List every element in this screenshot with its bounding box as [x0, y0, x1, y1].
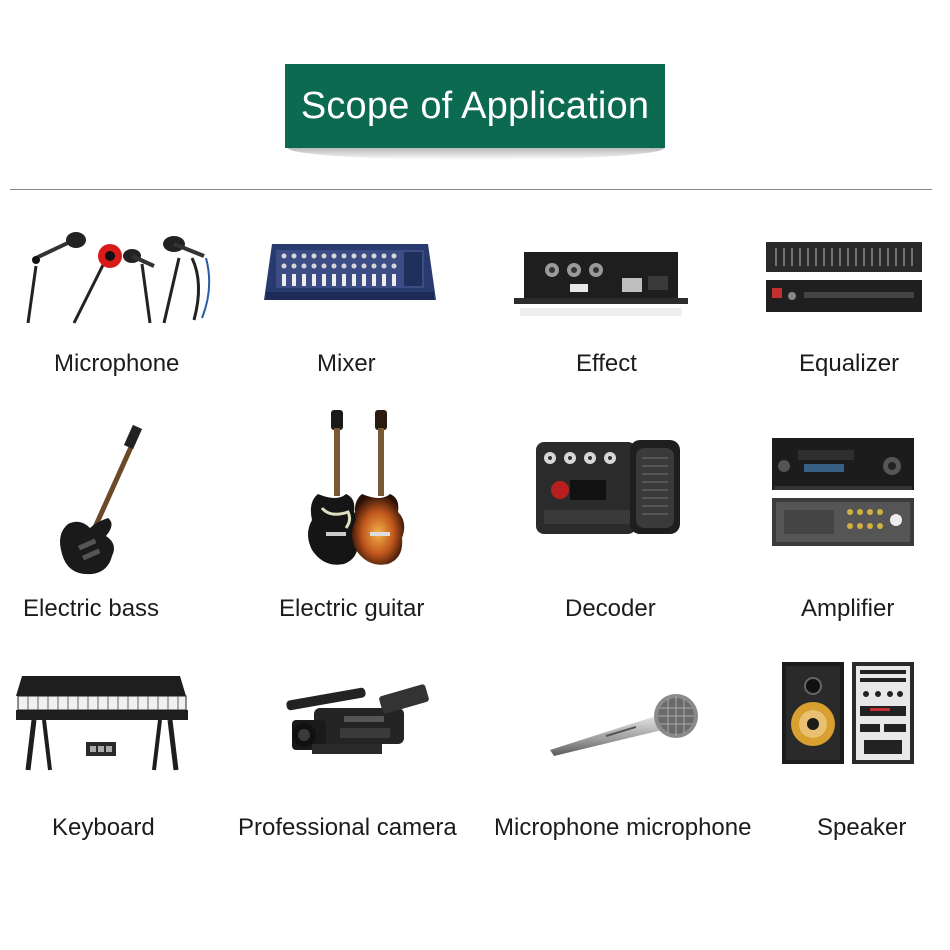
- item-label-professional-camera: Professional camera: [238, 814, 457, 841]
- item-label-effect: Effect: [576, 350, 637, 377]
- electric-guitar-icon: [308, 410, 405, 565]
- item-label-electric-guitar: Electric guitar: [279, 595, 425, 622]
- camcorder-icon: [286, 684, 429, 754]
- speaker-icon: [782, 662, 914, 764]
- mixer-icon: [264, 244, 436, 300]
- item-label-microphone: Microphone: [54, 350, 180, 377]
- effect-unit-icon: [514, 252, 688, 316]
- electric-bass-icon: [60, 424, 143, 575]
- title-banner: Scope of Application: [285, 64, 665, 148]
- amplifier-icon: [772, 438, 914, 546]
- decoder-pedal-icon: [536, 440, 680, 534]
- item-label-microphone-microphone: Microphone microphone: [494, 814, 752, 841]
- item-label-amplifier: Amplifier: [801, 595, 895, 622]
- item-label-keyboard: Keyboard: [52, 814, 155, 841]
- handheld-microphone-icon: [550, 694, 698, 756]
- item-label-mixer: Mixer: [317, 350, 376, 377]
- divider: [10, 189, 932, 190]
- equalizer-icon: [766, 242, 922, 312]
- keyboard-icon: [16, 676, 188, 771]
- item-label-electric-bass: Electric bass: [23, 595, 160, 622]
- item-label-decoder: Decoder: [565, 595, 656, 622]
- banner-shadow: [288, 148, 664, 160]
- item-label-equalizer: Equalizer: [799, 350, 900, 377]
- page-title: Scope of Application: [300, 84, 650, 127]
- item-label-speaker: Speaker: [817, 814, 907, 841]
- microphones-icon: [26, 232, 211, 324]
